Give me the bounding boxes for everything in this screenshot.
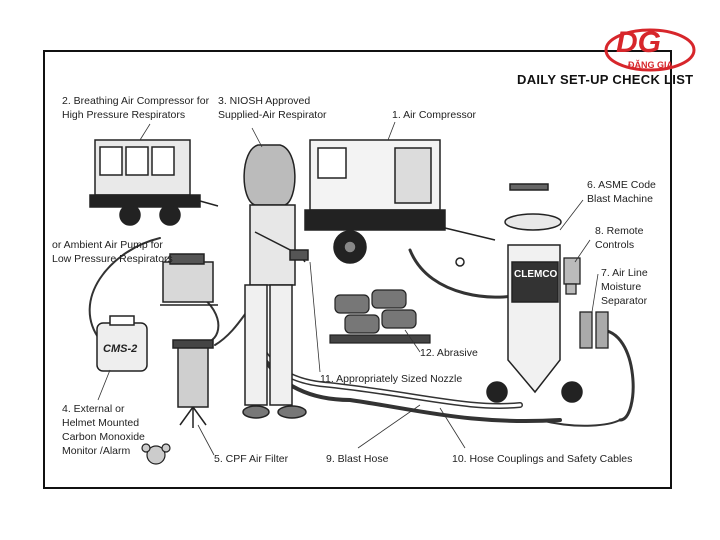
logo-name: ĐẶNG GIA xyxy=(628,60,673,70)
label-breathing-compressor: 2. Breathing Air Compressor for High Pre… xyxy=(62,95,210,121)
abrasive-bags xyxy=(329,289,431,344)
moisture-line xyxy=(598,328,635,422)
label-moisture-separator: 7. Air Line Moisture Separator xyxy=(601,267,648,307)
logo-swoosh-icon xyxy=(604,28,696,72)
brand-logo: DG ĐẶNG GIA xyxy=(600,20,700,76)
breathing-air-line xyxy=(88,237,161,341)
remote-controls xyxy=(563,257,581,295)
ambient-air-pump xyxy=(160,253,218,306)
leader-lines xyxy=(97,121,599,456)
label-nozzle: 11. Appropriately Sized Nozzle xyxy=(320,373,463,385)
label-co-monitor: 4. External or Helmet Mounted Carbon Mon… xyxy=(62,403,145,457)
co-monitor-unit xyxy=(96,315,148,372)
machine-brand-text: CLEMCO xyxy=(514,269,558,280)
cms-unit-text: CMS-2 xyxy=(103,343,138,355)
label-cpf-filter: 5. CPF Air Filter xyxy=(214,453,289,465)
moisture-separator xyxy=(579,311,609,349)
air-compressor xyxy=(304,139,496,267)
blaster-figure xyxy=(242,144,309,419)
return-line xyxy=(539,419,621,427)
label-blast-hose: 9. Blast Hose xyxy=(326,453,389,465)
cpf-air-filter xyxy=(172,339,214,428)
blast-machine xyxy=(486,183,583,403)
label-air-compressor: 1. Air Compressor xyxy=(392,109,477,121)
label-hose-couplings: 10. Hose Couplings and Safety Cables xyxy=(452,453,633,465)
breathing-compressor xyxy=(89,139,219,226)
label-blast-machine: 6. ASME Code Blast Machine xyxy=(587,179,656,205)
label-abrasive: 12. Abrasive xyxy=(420,347,478,359)
compressor-air-line xyxy=(408,248,517,299)
logo-mark: DG xyxy=(616,26,661,59)
checklist-title: DAILY SET-UP CHECK LIST xyxy=(517,72,694,87)
label-ambient-pump: or Ambient Air Pump for Low Pressure Res… xyxy=(52,239,173,265)
co-monitor-alarm xyxy=(141,443,171,465)
label-remote-controls: 8. Remote Controls xyxy=(595,225,644,251)
label-niosh-respirator: 3. NIOSH Approved Supplied-Air Respirato… xyxy=(218,95,327,121)
